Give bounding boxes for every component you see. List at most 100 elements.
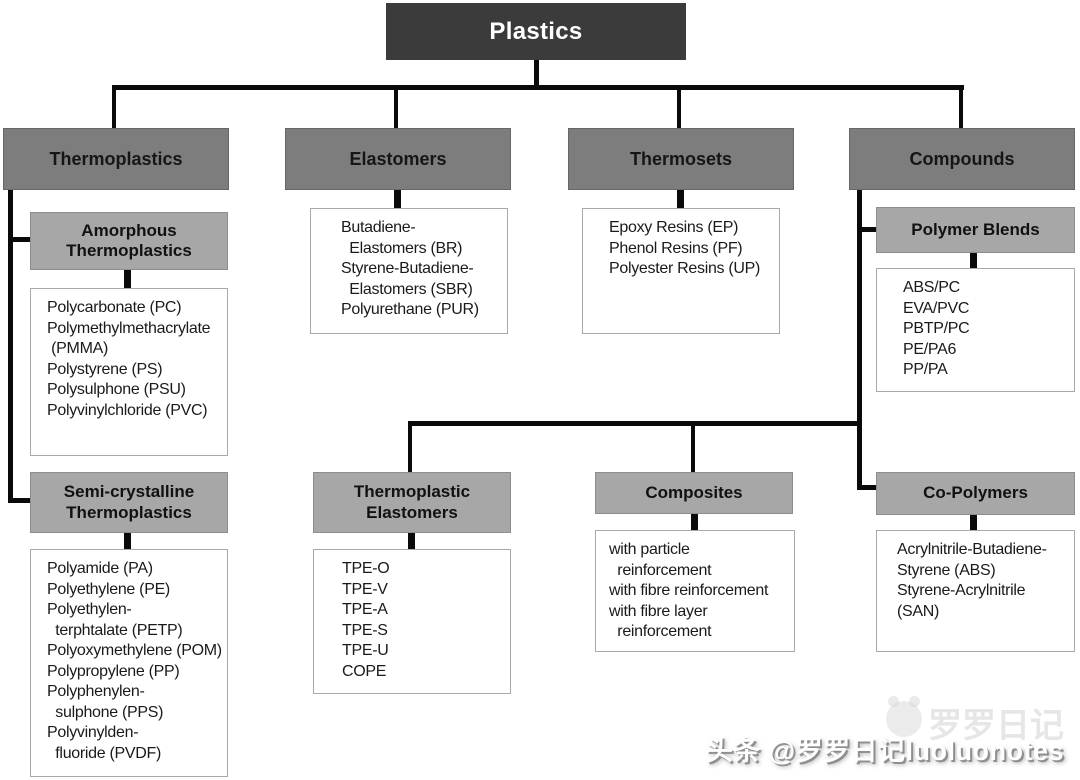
branch-header-compounds: Compounds: [849, 128, 1075, 190]
subnode-title: Semi-crystalline Thermoplastics: [63, 482, 195, 522]
list-line: with particle: [609, 541, 690, 558]
list-line: PE/PA6: [903, 340, 957, 358]
connector-co-polymers-list: [970, 515, 977, 530]
connector-elastomers-list: [394, 190, 401, 208]
subnode-title: Co-Polymers: [923, 483, 1028, 503]
panda-face-icon: [886, 696, 922, 737]
connector-top-horizontal: [112, 85, 964, 90]
connector-polymer-blends-list: [970, 253, 977, 268]
subnode-header-amorphous-thermoplastics: Amorphous Thermoplastics: [30, 212, 228, 270]
list-thermosets: Epoxy Resins (EP) Phenol Resins (PF) Polye…: [582, 208, 780, 334]
list-line: Acrylnitrile-Butadiene-: [897, 541, 1047, 558]
subnode-title: Thermoplastic Elastomers: [353, 482, 471, 522]
list-line: Polymethylmethacrylate: [47, 319, 211, 337]
connector-drop-thermoplastic-elastomers: [408, 421, 412, 472]
list-line: TPE-O: [342, 560, 390, 577]
list-line: TPE-U: [342, 642, 389, 659]
list-line: Polycarbonate (PC): [47, 299, 182, 316]
subnode-header-composites: Composites: [595, 472, 793, 514]
list-line: Polyamide (PA): [47, 560, 153, 577]
list-line: Polysulphone (PSU): [47, 381, 186, 398]
subnode-title: Composites: [645, 482, 743, 502]
subnode-title: Amorphous Thermoplastics: [66, 220, 192, 260]
branch-header-label: Elastomers: [349, 148, 447, 169]
list-line: Styrene-Acrylnitrile: [897, 582, 1026, 599]
list-line: Styrene (ABS): [897, 561, 996, 579]
connector-middle-horizontal: [408, 421, 859, 426]
branch-header-label: Compounds: [909, 148, 1015, 169]
connector-drop-elastomers: [394, 85, 398, 128]
list-line: reinforcement: [609, 561, 712, 579]
list-line: Epoxy Resins (EP): [609, 219, 739, 236]
list-line: Polystyrene (PS): [47, 360, 163, 378]
list-line: EVA/PVC: [903, 299, 970, 317]
connector-drop-composites: [691, 421, 695, 472]
list-line: Styrene-Butadiene-: [341, 260, 474, 277]
list-line: (SAN): [897, 602, 940, 620]
list-line: with fibre layer: [609, 602, 708, 620]
branch-header-thermosets: Thermosets: [568, 128, 794, 190]
list-line: (PMMA): [47, 340, 109, 357]
connector-semi-crystalline-list: [124, 533, 131, 549]
list-line: TPE-V: [342, 580, 388, 598]
list-line: Phenol Resins (PF): [609, 239, 743, 257]
list-line: Polypropylene (PP): [47, 662, 180, 680]
root-node-label: Plastics: [489, 17, 583, 45]
list-semi-crystalline-thermoplastics: Polyamide (PA) Polyethylene (PE) Polyethyl…: [30, 549, 228, 777]
watermark-ghost-text: 罗罗日记: [928, 707, 1064, 745]
list-line: Polyester Resins (UP): [609, 260, 761, 277]
list-composites: with particle reinforcement with fibre re…: [595, 530, 795, 652]
connector-tpe-list: [408, 533, 415, 549]
connector-stub-polymer-blends: [857, 227, 877, 232]
list-line: fluoride (PVDF): [47, 744, 162, 762]
list-amorphous-thermoplastics: Polycarbonate (PC) Polymethylmethacrylate…: [30, 288, 228, 456]
subnode-header-co-polymers: Co-Polymers: [876, 472, 1075, 515]
watermark-text: 头条 @罗罗日记luoluonotes: [705, 736, 1064, 766]
list-line: Polyethylene (PE): [47, 580, 170, 598]
connector-compounds-trunk: [857, 190, 862, 490]
root-node-plastics: Plastics: [386, 3, 686, 60]
list-thermoplastic-elastomers: TPE-O TPE-V TPE-A TPE-S TPE-U COPE: [313, 549, 511, 694]
list-line: Butadiene-: [341, 219, 416, 236]
subnode-header-polymer-blends: Polymer Blends: [876, 207, 1075, 253]
list-line: Elastomers (BR): [341, 239, 463, 257]
connector-stub-co-polymers: [857, 485, 877, 490]
list-line: Polyvinylchloride (PVC): [47, 401, 208, 419]
list-line: TPE-A: [342, 601, 388, 618]
connector-stub-amorphous: [8, 237, 32, 242]
connector-thermoplastics-trunk: [8, 190, 13, 503]
list-line: sulphone (PPS): [47, 703, 164, 721]
list-line: reinforcement: [609, 623, 712, 640]
list-co-polymers: Acrylnitrile-Butadiene- Styrene (ABS) Styr…: [876, 530, 1075, 652]
branch-header-label: Thermosets: [629, 148, 733, 169]
subnode-header-semi-crystalline-thermoplastics: Semi-crystalline Thermoplastics: [30, 472, 228, 533]
list-line: Polyvinylden-: [47, 724, 139, 741]
list-elastomers: Butadiene- Elastomers (BR) Styrene-Butadi…: [310, 208, 508, 334]
connector-composites-list: [691, 514, 698, 530]
list-line: Polyoxymethylene (POM): [47, 642, 222, 659]
connector-thermosets-list: [677, 190, 684, 208]
connector-drop-thermoplastics: [112, 85, 116, 128]
branch-header-thermoplastics: Thermoplastics: [3, 128, 229, 190]
list-line: terphtalate (PETP): [47, 621, 183, 639]
list-line: PBTP/PC: [903, 320, 970, 337]
connector-amorphous-list: [124, 270, 131, 288]
list-line: PP/PA: [903, 361, 948, 378]
list-line: ABS/PC: [903, 279, 960, 296]
connector-drop-thermosets: [677, 85, 681, 128]
connector-stub-semi-crystalline: [8, 498, 32, 503]
list-line: Elastomers (SBR): [341, 280, 473, 298]
subnode-header-thermoplastic-elastomers: Thermoplastic Elastomers: [313, 472, 511, 533]
list-line: TPE-S: [342, 621, 388, 639]
branch-header-elastomers: Elastomers: [285, 128, 511, 190]
list-line: Polyphenylen-: [47, 683, 145, 700]
list-line: COPE: [342, 662, 387, 680]
connector-drop-compounds: [959, 85, 963, 128]
connector-root-drop: [534, 60, 539, 87]
list-line: Polyethylen-: [47, 601, 132, 618]
subnode-title: Polymer Blends: [911, 219, 1040, 239]
list-line: with fibre reinforcement: [609, 582, 769, 599]
list-line: Polyurethane (PUR): [341, 301, 479, 318]
